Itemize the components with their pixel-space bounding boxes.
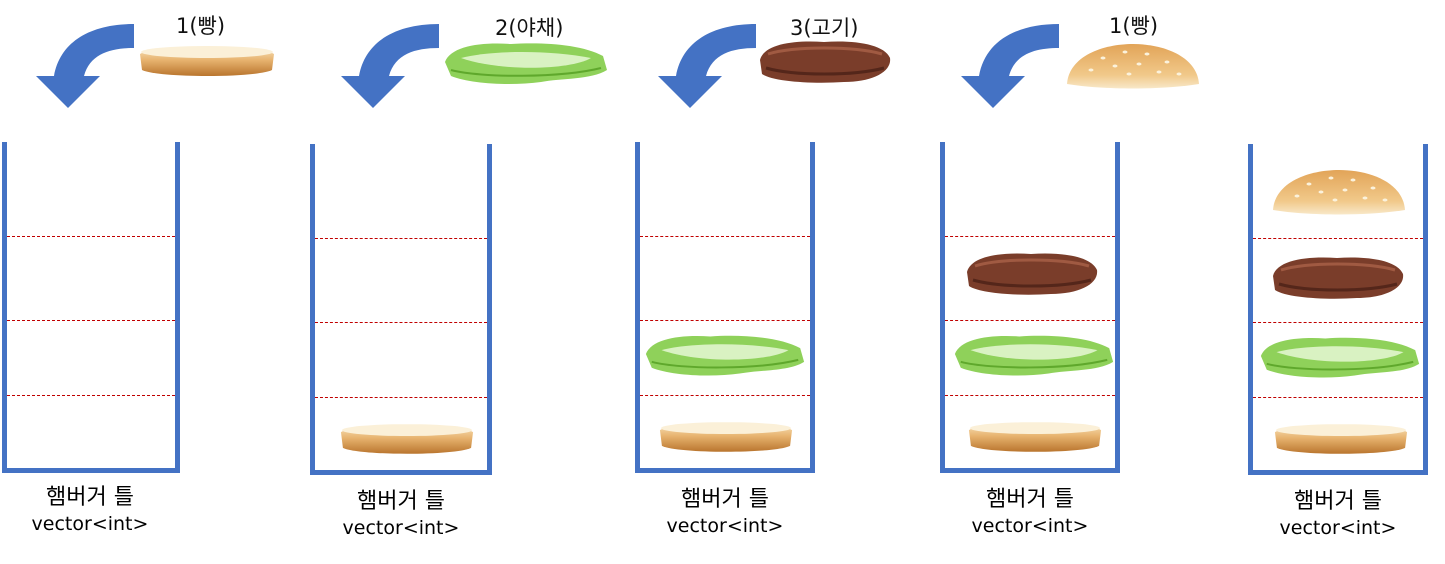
panel-2: 2(야채) 햄버거 틀 vector<int>: [305, 0, 565, 564]
caption-title: 햄버거 틀: [635, 486, 815, 514]
slot-divider: [315, 238, 487, 239]
bun-bottom-layer: [1271, 418, 1411, 458]
lettuce-layer: [642, 332, 808, 378]
caption: 햄버거 틀 vector<int>: [0, 484, 180, 536]
caption: 햄버거 틀 vector<int>: [635, 486, 815, 538]
step-label: 1(빵): [1109, 10, 1158, 40]
slot-divider: [1253, 238, 1423, 239]
curved-arrow-icon: [335, 18, 445, 110]
panel-4: 1(빵): [935, 0, 1195, 564]
slot-divider: [7, 236, 175, 237]
slot-divider: [1253, 397, 1423, 398]
caption-subtitle: vector<int>: [310, 516, 492, 540]
caption-title: 햄버거 틀: [310, 488, 492, 516]
caption-title: 햄버거 틀: [1248, 488, 1428, 516]
curved-arrow-icon: [30, 18, 140, 110]
caption-subtitle: vector<int>: [0, 512, 180, 536]
bun-bottom-layer: [656, 416, 796, 456]
slot-divider: [7, 395, 175, 396]
caption-subtitle: vector<int>: [635, 514, 815, 538]
slot-divider: [640, 395, 810, 396]
slot-divider: [7, 320, 175, 321]
panel-1: 1(빵) 햄버거 틀 vector<int>: [0, 0, 260, 564]
slot-divider: [640, 320, 810, 321]
slot-divider: [1253, 322, 1423, 323]
slot-divider: [640, 236, 810, 237]
burger-container: [1248, 144, 1428, 475]
patty-layer: [1267, 254, 1407, 302]
lettuce-layer: [1257, 334, 1423, 380]
caption-title: 햄버거 틀: [940, 486, 1120, 514]
burger-container: [2, 142, 180, 473]
bun-bottom-icon: [136, 40, 278, 80]
panel-3: 3(고기) 햄버거 틀 vector<int>: [630, 0, 890, 564]
curved-arrow-icon: [652, 18, 762, 110]
caption: 햄버거 틀 vector<int>: [940, 486, 1120, 538]
bun-bottom-layer: [337, 418, 477, 458]
caption-title: 햄버거 틀: [0, 484, 180, 512]
burger-container: [635, 142, 815, 473]
caption-subtitle: vector<int>: [1248, 516, 1428, 540]
slot-divider: [315, 322, 487, 323]
lettuce-icon: [441, 40, 611, 86]
caption-subtitle: vector<int>: [940, 514, 1120, 538]
patty-icon: [754, 38, 894, 86]
lettuce-layer: [951, 332, 1117, 378]
step-label: 1(빵): [176, 10, 225, 40]
step-label: 2(야채): [495, 12, 563, 42]
caption: 햄버거 틀 vector<int>: [1248, 488, 1428, 540]
curved-arrow-icon: [955, 18, 1065, 110]
panel-5: 햄버거 틀 vector<int>: [1245, 0, 1445, 564]
patty-layer: [961, 250, 1101, 298]
slot-divider: [315, 397, 487, 398]
slot-divider: [945, 395, 1115, 396]
slot-divider: [945, 236, 1115, 237]
bun-top-icon: [1063, 40, 1203, 92]
caption: 햄버거 틀 vector<int>: [310, 488, 492, 540]
bun-top-layer: [1269, 166, 1409, 218]
bun-bottom-layer: [965, 416, 1105, 456]
slot-divider: [945, 320, 1115, 321]
burger-container: [310, 144, 492, 475]
burger-container: [940, 142, 1120, 473]
